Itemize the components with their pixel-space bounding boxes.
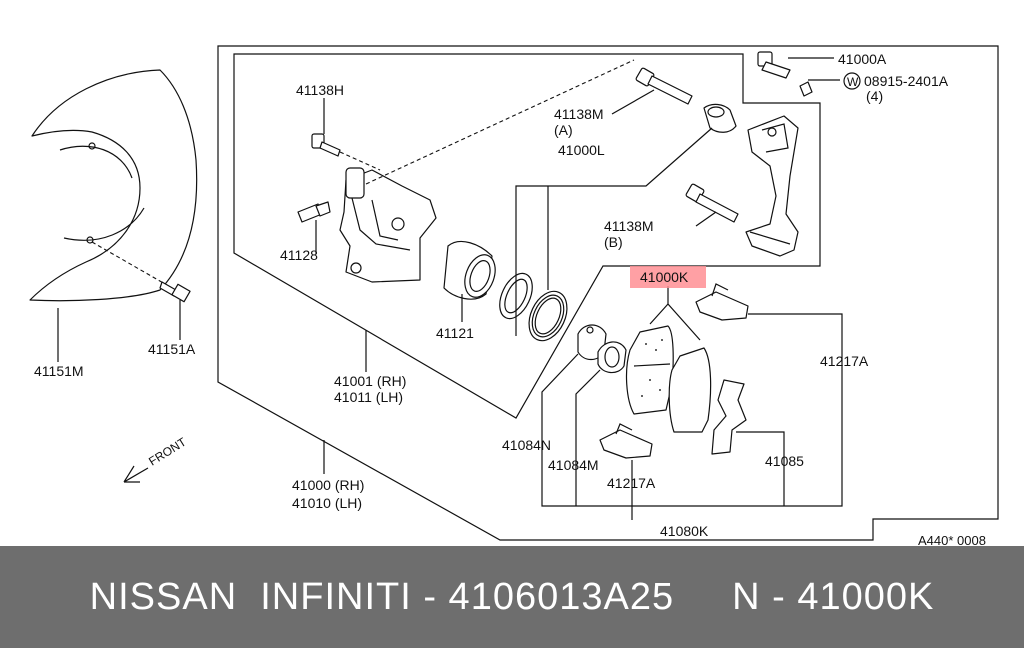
label-41151M: 41151M — [34, 363, 84, 379]
slide-pin-B-drawing — [685, 183, 739, 223]
label-41001-rh: 41001 (RH) — [334, 373, 406, 389]
torque-member-drawing — [745, 115, 799, 257]
label-41138M-A-note: (A) — [554, 122, 573, 138]
bleeder-41128-drawing — [297, 201, 331, 223]
front-arrow-icon — [123, 465, 149, 483]
label-41128: 41128 — [280, 247, 318, 263]
part-highlight — [630, 266, 706, 288]
brake-pad-outer-drawing — [668, 347, 712, 433]
shim-41084M-drawing — [597, 341, 627, 374]
washer-drawing — [799, 81, 813, 97]
label-41151A: 41151A — [148, 341, 196, 357]
label-41011-lh: 41011 (LH) — [334, 389, 403, 405]
label-41010-lh: 41010 (LH) — [292, 495, 362, 511]
label-41138H: 41138H — [296, 82, 344, 98]
pad-retainer-upper-drawing — [695, 283, 749, 321]
bolt-41151A-drawing — [159, 281, 191, 303]
caliper-body-drawing — [339, 167, 437, 283]
label-41000K: 41000K — [640, 269, 689, 285]
label-41138M-A: 41138M — [554, 106, 604, 122]
footer-bar: NISSAN INFINITI - 4106013A25 N - 41000K — [0, 546, 1024, 648]
pad-retainer-lower-drawing — [599, 423, 653, 459]
slide-pin-A-drawing — [635, 67, 693, 105]
label-41000-rh: 41000 (RH) — [292, 477, 364, 493]
bolt-41000A-drawing — [757, 51, 791, 79]
leader-lines — [57, 57, 843, 520]
label-41121: 41121 — [436, 325, 474, 341]
label-08915-2401A: 08915-2401A — [864, 73, 949, 89]
footer-oem-code: N - 41000K — [732, 575, 935, 618]
footer-part-number: NISSAN INFINITI - 4106013A25 — [89, 575, 675, 618]
label-41085: 41085 — [765, 453, 804, 469]
label-front: FRONT — [146, 434, 189, 468]
dust-boot-drawing — [528, 290, 568, 342]
washer-symbol-icon — [843, 72, 861, 90]
washer-symbol-letter: W — [847, 75, 859, 89]
label-08915-qty: (4) — [866, 88, 883, 104]
label-41138M-B-note: (B) — [604, 234, 623, 250]
bolt-41138H-drawing — [311, 133, 341, 157]
label-41138M-B: 41138M — [604, 218, 654, 234]
splash-guard-drawing — [29, 69, 198, 302]
parts-diagram: 41138H 41138M (A) 41000L 41138M (B) 4100… — [29, 45, 999, 546]
label-41000A: 41000A — [838, 51, 887, 67]
assembly-frame-outline — [217, 45, 999, 541]
pad-spring-41085-drawing — [711, 379, 747, 455]
caliper-frame-outline — [233, 53, 821, 419]
label-41080K: 41080K — [660, 523, 709, 539]
label-41000L: 41000L — [558, 142, 605, 158]
piston-41121-drawing — [443, 241, 496, 300]
label-41084N: 41084N — [502, 437, 551, 453]
label-41217A-lower: 41217A — [607, 475, 656, 491]
pin-boot-drawing — [703, 103, 737, 133]
label-reference-code: A440* 0008 — [918, 533, 986, 546]
label-41084M: 41084M — [548, 457, 599, 473]
brake-pad-inner-drawing — [625, 325, 674, 415]
label-41217A-upper: 41217A — [820, 353, 869, 369]
